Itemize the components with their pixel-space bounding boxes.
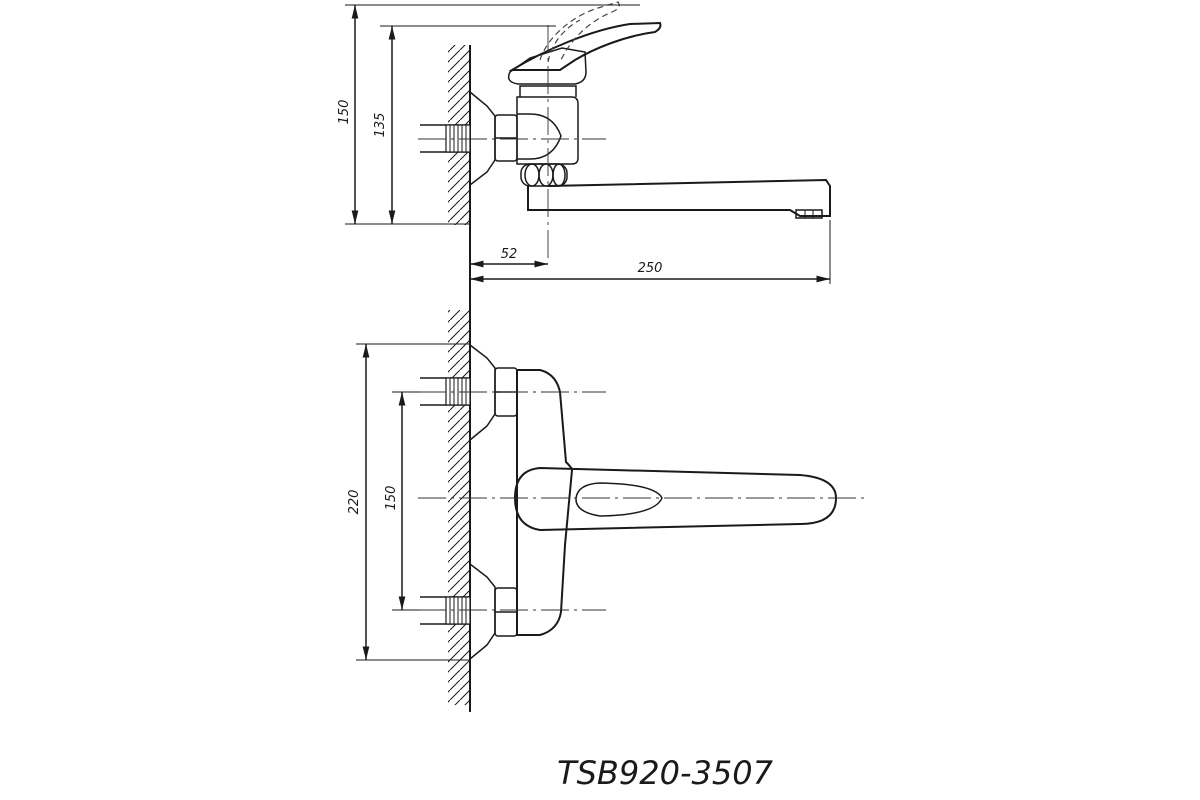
side-view: 150 135 52 250 [337,1,831,300]
mixer-body-side [516,96,579,165]
nut-top [494,114,518,162]
dim-label-150-top: 150 [337,100,352,125]
dim-spout-reach: 250 [470,220,831,284]
dim-label-52: 52 [501,247,518,262]
dim-overall-height: 220 [347,343,470,661]
escutcheon-lower [469,563,496,660]
mixer-body-front [516,369,574,636]
nut-lower [494,587,518,637]
outlet-coupling [520,163,568,187]
lever-handle-open [539,1,620,63]
front-view: 220 150 [347,300,866,712]
dim-label-135: 135 [373,113,388,138]
wall-front [448,300,471,712]
dim-body-offset: 52 [470,247,548,268]
lever-handle-front [513,466,838,532]
inlet-thread-lower [420,596,471,625]
escutcheon-top [469,91,496,186]
inlet-thread-top [420,124,471,153]
dim-label-150-front: 150 [384,486,399,511]
lever-handle-closed [508,21,662,71]
dim-total-height: 150 [337,4,640,225]
escutcheon-upper [469,344,496,441]
dim-inlet-spacing: 150 [384,391,420,611]
inlet-thread-upper [420,377,471,406]
dim-inlet-height: 135 [373,25,556,224]
spout-side [527,178,831,217]
dim-label-250: 250 [638,261,663,276]
model-code: TSB920-3507 [557,754,774,792]
dim-label-220: 220 [347,490,362,515]
wall-top [448,45,471,300]
